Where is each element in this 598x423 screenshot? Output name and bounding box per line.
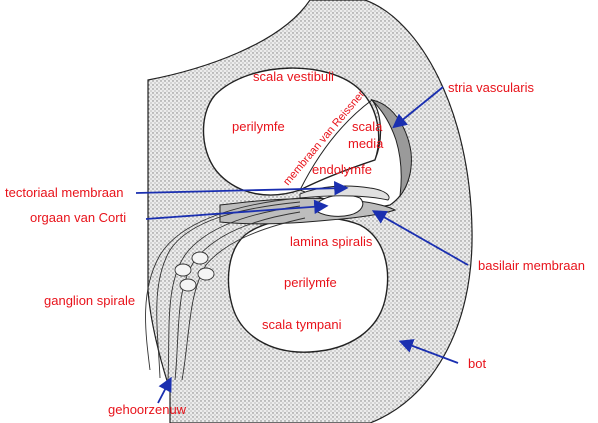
ganglion-spirale-fibers [145,197,306,381]
ganglion-cells [174,251,215,292]
label-orgaan-van-corti: orgaan van Corti [30,210,126,225]
label-tectoriaal-membraan: tectoriaal membraan [5,185,124,200]
label-arrows [135,86,469,404]
label-scala-media-line1: scala [352,119,383,134]
label-gehoorzenuw: gehoorzenuw [108,402,187,417]
label-perilymfe-top: perilymfe [232,119,285,134]
label-scala-media-line2: media [348,136,384,151]
label-basilair-membraan: basilair membraan [478,258,585,273]
arrow-basilair-membraan [371,210,469,266]
label-perilymfe-bottom: perilymfe [284,275,337,290]
arrow-stria-vascularis [392,86,444,129]
label-ganglion-spirale: ganglion spirale [44,293,135,308]
arrow-tectoriaal-membraan [135,181,349,196]
label-scala-vestibuli: scala vestibuli [253,69,334,84]
arrow-orgaan-van-corti [145,199,329,220]
arrow-bot [398,339,459,364]
label-stria-vascularis: stria vascularis [448,80,534,95]
label-scala-tympani: scala tympani [262,317,342,332]
arrow-gehoorzenuw [157,376,172,404]
label-lamina-spiralis: lamina spiralis [290,234,373,249]
membraan-van-reissner-line [299,99,373,191]
label-bot: bot [468,356,486,371]
label-endolymfe: endolymfe [312,162,372,177]
